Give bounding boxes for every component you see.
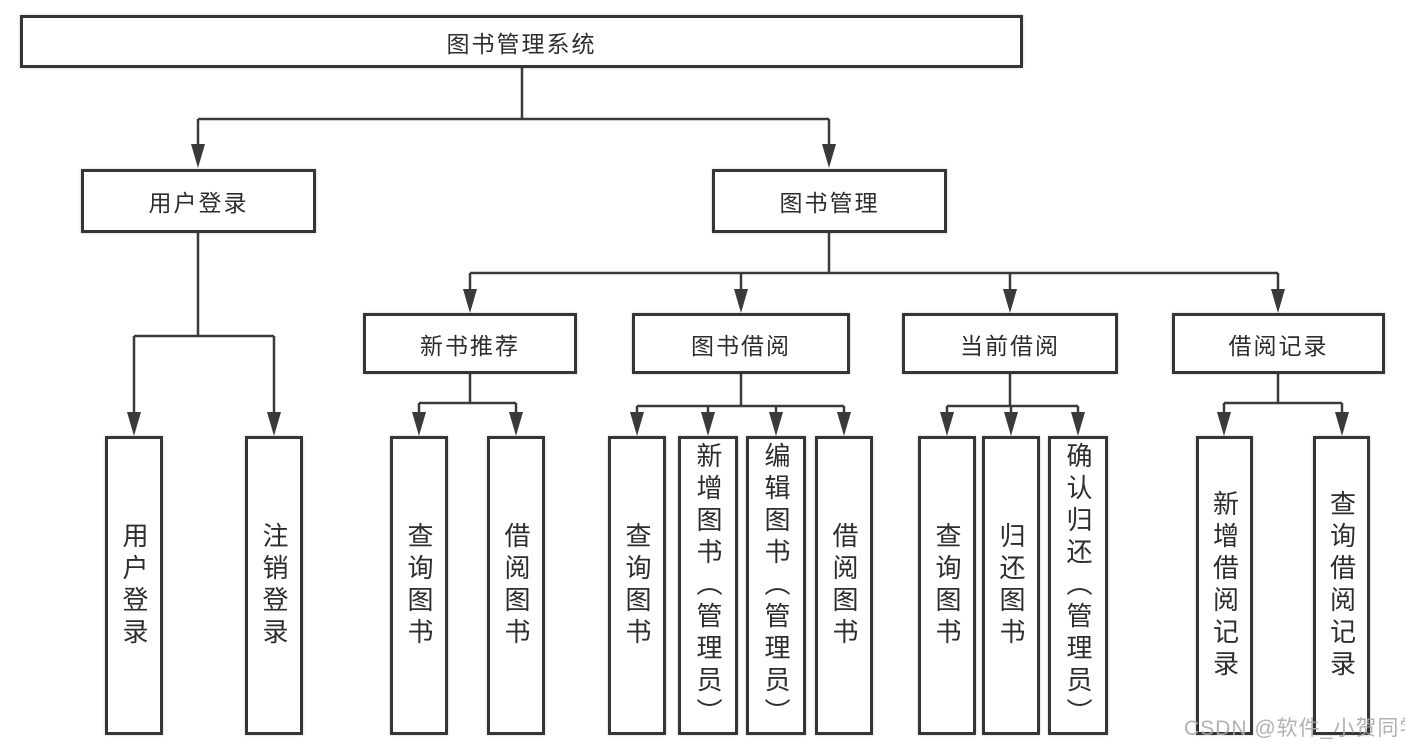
leaf-borrow-books-borrowing: 借阅图书 xyxy=(815,436,873,735)
leaf-query-books-borrowing: 查询图书 xyxy=(608,436,666,735)
node-new-book-recommend: 新书推荐 xyxy=(363,313,577,374)
csdn-watermark: CSDN @软件_小贺同学 xyxy=(1184,717,1405,740)
leaf-query-books-current: 查询图书 xyxy=(918,436,976,735)
leaf-add-borrow-record: 新增借阅记录 xyxy=(1196,436,1253,735)
connector-bookmgmt-to-level3 xyxy=(468,233,1280,293)
leaf-user-login: 用户登录 xyxy=(105,436,163,735)
node-current-borrowing: 当前借阅 xyxy=(902,313,1118,374)
leaf-add-book-admin: 新增图书（管理员） xyxy=(678,436,738,735)
leaf-edit-book-admin: 编辑图书（管理员） xyxy=(746,436,806,735)
leaf-confirm-return-admin: 确认归还（管理员） xyxy=(1048,436,1108,735)
arrowheads xyxy=(127,144,1349,436)
connector-userlogin-to-leaves xyxy=(132,233,276,416)
node-root-system: 图书管理系统 xyxy=(20,15,1023,68)
node-book-borrowing: 图书借阅 xyxy=(632,313,850,374)
leaf-query-books-recommend: 查询图书 xyxy=(390,436,448,735)
node-borrowing-records: 借阅记录 xyxy=(1172,313,1385,374)
leaf-query-borrow-record: 查询借阅记录 xyxy=(1313,436,1370,735)
connector-records-to-leaves xyxy=(1222,374,1344,416)
connector-current-to-leaves xyxy=(945,374,1080,416)
connector-root-to-level2 xyxy=(196,68,831,148)
node-book-management: 图书管理 xyxy=(712,169,947,233)
connector-borrow-to-leaves xyxy=(635,374,846,416)
leaf-logout: 注销登录 xyxy=(245,436,303,735)
leaf-return-books: 归还图书 xyxy=(982,436,1040,735)
connector-recommend-to-leaves xyxy=(417,374,518,416)
leaf-borrow-books-recommend: 借阅图书 xyxy=(487,436,545,735)
node-user-login: 用户登录 xyxy=(81,169,316,233)
